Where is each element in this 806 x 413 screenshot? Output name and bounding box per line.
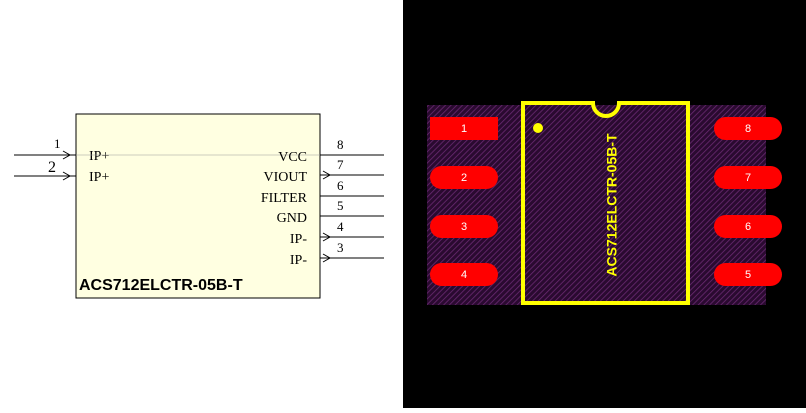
pin-3-number: 3: [337, 240, 344, 255]
pin-1-number: 1: [54, 136, 61, 151]
pin-8[interactable]: 8 VCC: [278, 137, 384, 165]
pad-6[interactable]: 6: [714, 215, 782, 238]
component-body[interactable]: [75, 113, 321, 299]
schematic-view: 1 IP+ 2 IP+ 8 VCC 7 VIOUT 6 FILTER: [0, 0, 403, 408]
pin-3[interactable]: 3 IP-: [290, 240, 384, 268]
pin-5-label: GND: [277, 211, 307, 226]
pin-1[interactable]: 1 IP+: [14, 136, 109, 164]
part-name: ACS712ELCTR-05B-T: [79, 277, 243, 294]
pad-8[interactable]: 8: [714, 117, 782, 140]
pad-2-number: 2: [461, 172, 467, 184]
pin-5-number: 5: [337, 198, 344, 213]
pad-8-number: 8: [745, 123, 751, 135]
pin-7[interactable]: 7 VIOUT: [263, 157, 384, 185]
pad-4-number: 4: [461, 269, 467, 281]
pin-2-label: IP+: [89, 170, 109, 185]
pin-4-number: 4: [337, 219, 344, 234]
pin-6[interactable]: 6 FILTER: [261, 178, 384, 206]
pin-2[interactable]: 2 IP+: [14, 159, 109, 185]
pad-7[interactable]: 7: [714, 166, 782, 189]
pin-3-label: IP-: [290, 253, 307, 268]
pad-1[interactable]: 1: [430, 117, 498, 140]
pad-1-number: 1: [461, 123, 467, 135]
pcb-footprint-view: ACS712ELCTR-05B-T 1 2 3 4 8 7 6: [403, 0, 806, 408]
pin-5[interactable]: 5 GND: [277, 198, 384, 226]
pad-3-number: 3: [461, 221, 467, 233]
pin-7-label: VIOUT: [263, 170, 307, 185]
pcb-canvas: ACS712ELCTR-05B-T 1 2 3 4 8 7 6: [427, 101, 782, 305]
pad-3[interactable]: 3: [430, 215, 498, 238]
pad-5-number: 5: [745, 269, 751, 281]
pad-6-number: 6: [745, 221, 751, 233]
silkscreen-part-label: ACS712ELCTR-05B-T: [604, 133, 620, 277]
pin-6-label: FILTER: [261, 191, 308, 206]
pin-4[interactable]: 4 IP-: [290, 219, 384, 247]
pad-5[interactable]: 5: [714, 263, 782, 286]
pad-4[interactable]: 4: [430, 263, 498, 286]
pin-8-label: VCC: [278, 150, 307, 165]
pin1-marker-dot: [533, 123, 543, 133]
pin-2-number: 2: [48, 159, 56, 176]
pad-7-number: 7: [745, 172, 751, 184]
pin-7-number: 7: [337, 157, 344, 172]
pin-1-label: IP+: [89, 149, 109, 164]
schematic-canvas: 1 IP+ 2 IP+ 8 VCC 7 VIOUT 6 FILTER: [14, 113, 384, 299]
pin-4-label: IP-: [290, 232, 307, 247]
pin-6-number: 6: [337, 178, 344, 193]
pin-8-number: 8: [337, 137, 344, 152]
silkscreen-outline: [521, 101, 690, 305]
pad-2[interactable]: 2: [430, 166, 498, 189]
